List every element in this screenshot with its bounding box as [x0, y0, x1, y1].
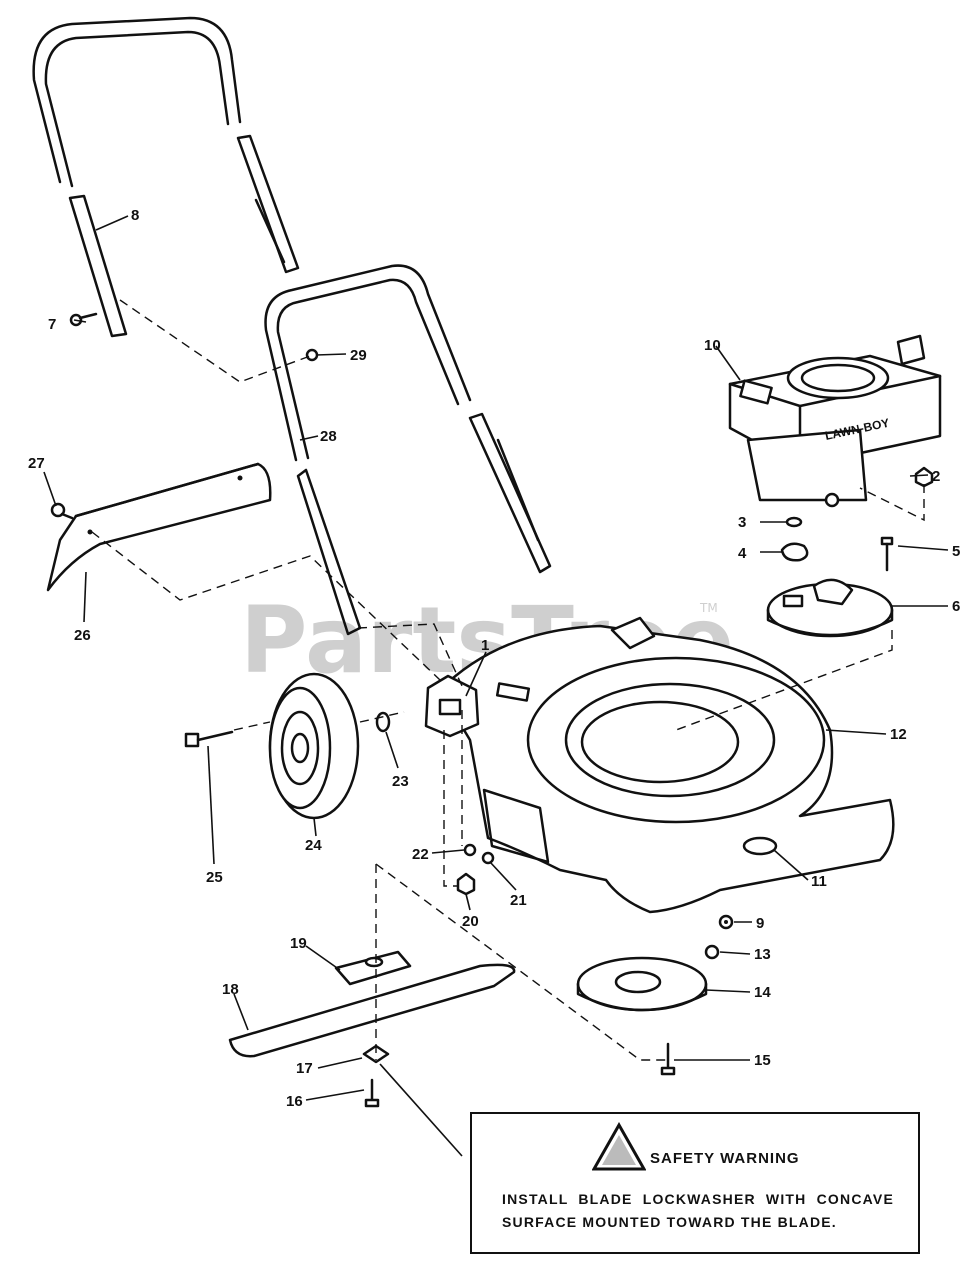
- callout-7: 7: [48, 316, 56, 333]
- warning-triangle-icon: [592, 1122, 646, 1171]
- hardware-3: [785, 516, 803, 528]
- callout-24: 24: [305, 837, 322, 854]
- callout-15: 15: [754, 1052, 771, 1069]
- bolt-5: [880, 536, 894, 572]
- callout-28: 28: [320, 428, 337, 445]
- callout-12: 12: [890, 726, 907, 743]
- bolt-16: [364, 1078, 380, 1108]
- leader-lines: [43, 215, 949, 1157]
- safety-warning-title: SAFETY WARNING: [650, 1150, 800, 1167]
- callout-10: 10: [704, 337, 721, 354]
- bolt-25: [184, 730, 234, 748]
- nut-22: [463, 843, 477, 857]
- callout-6: 6: [952, 598, 960, 615]
- washer-9: [718, 914, 734, 930]
- starter-plate-6: [766, 578, 894, 638]
- bolt-15: [660, 1042, 676, 1076]
- callout-26: 26: [74, 627, 91, 644]
- screw-27: [50, 502, 74, 520]
- nut-20: [456, 872, 476, 896]
- callout-9: 9: [756, 915, 764, 932]
- blade-adapter-14: [576, 956, 708, 1012]
- callout-18: 18: [222, 981, 239, 998]
- lockwasher-17: [362, 1044, 390, 1064]
- lower-handle: [264, 264, 552, 636]
- callout-8: 8: [131, 207, 139, 224]
- nut-13: [704, 944, 720, 960]
- callout-3: 3: [738, 514, 746, 531]
- watermark-tm: TM: [699, 601, 718, 615]
- callout-13: 13: [754, 946, 771, 963]
- callout-21: 21: [510, 892, 527, 909]
- callout-4: 4: [738, 545, 747, 562]
- wheel-bracket: [424, 674, 480, 738]
- callout-25: 25: [206, 869, 223, 886]
- blade-18: [228, 963, 516, 1058]
- mower-deck: [438, 616, 895, 914]
- hardware-2: [914, 466, 934, 488]
- callout-11: 11: [811, 873, 827, 890]
- callout-19: 19: [290, 935, 307, 952]
- callout-5: 5: [952, 543, 960, 560]
- callout-2: 2: [932, 468, 940, 485]
- grass-deflector: [46, 462, 272, 592]
- callout-labels: 1 2 3 4 5 6 7 8 9 10 11 12 13 14 15 16 1…: [28, 207, 960, 1110]
- callout-1: 1: [481, 637, 489, 654]
- upper-handle: [32, 16, 300, 338]
- callout-20: 20: [462, 913, 479, 930]
- safety-warning-box: SAFETY WARNING INSTALL BLADE LOCKWASHER …: [470, 1112, 920, 1254]
- hardware-4: [780, 542, 809, 562]
- callout-23: 23: [392, 773, 409, 790]
- callout-17: 17: [296, 1060, 313, 1077]
- callout-14: 14: [754, 984, 771, 1001]
- assembly-lines: [91, 299, 925, 1061]
- nut-21: [481, 851, 495, 865]
- wheel: [268, 672, 360, 820]
- callout-16: 16: [286, 1093, 303, 1110]
- stiffener-19: [334, 950, 412, 986]
- safety-warning-text: INSTALL BLADE LOCKWASHER WITH CONCAVE SU…: [502, 1191, 894, 1230]
- engine: LAWN-BOY: [728, 334, 942, 508]
- washer-23: [375, 711, 391, 733]
- callout-27: 27: [28, 455, 45, 472]
- callout-22: 22: [412, 846, 429, 863]
- nut-29: [305, 348, 319, 362]
- callout-29: 29: [350, 347, 367, 364]
